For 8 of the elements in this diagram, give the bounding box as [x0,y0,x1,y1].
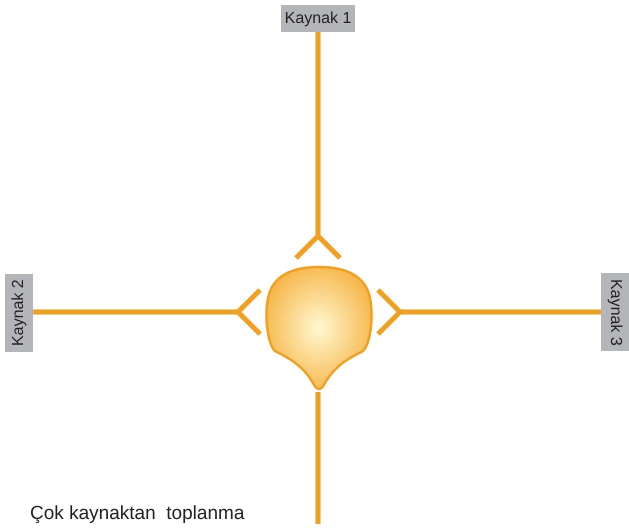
connector-line [294,32,342,260]
source-label: Kaynak 1 [281,5,355,32]
source-label: Kaynak 3 [601,273,629,351]
connector-line [376,288,601,336]
connector-line [33,288,262,336]
caption: Çok kaynaktan toplanma [30,503,244,525]
source-label: Kaynak 2 [5,274,33,352]
connector-line [316,392,320,524]
